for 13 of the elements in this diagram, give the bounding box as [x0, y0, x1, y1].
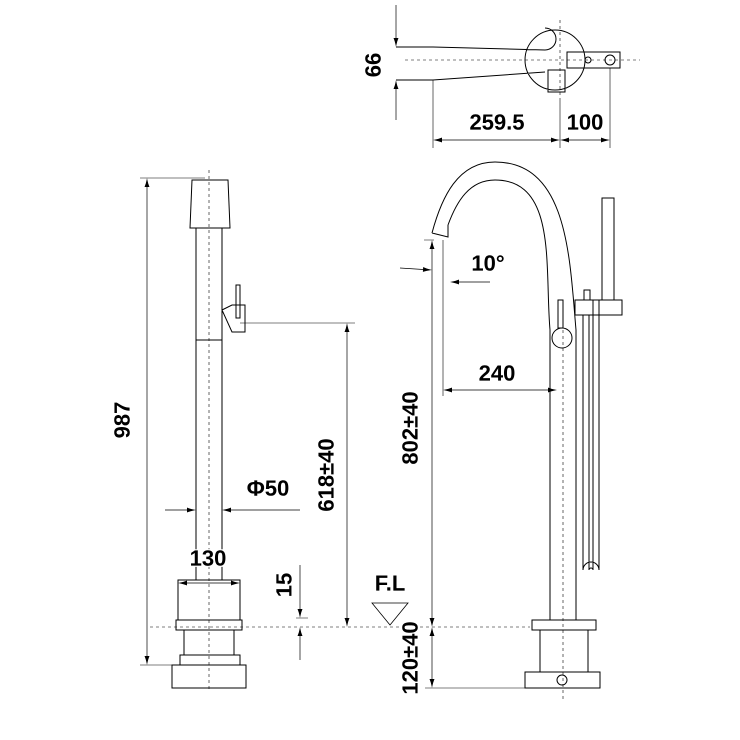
- dimension-label: 100: [566, 113, 604, 131]
- dimension-label: 987: [113, 400, 131, 440]
- dimension-label: 618±40: [317, 437, 335, 513]
- dimension-label: 15: [275, 572, 293, 598]
- dimension-label: 120±40: [401, 620, 419, 696]
- dimension-label: 240: [478, 364, 516, 382]
- dimension-label: 130: [188, 549, 228, 567]
- dimension-label: F.L: [374, 574, 406, 592]
- dimension-label: 259.5: [468, 113, 526, 131]
- dimension-label: 66: [364, 52, 382, 78]
- dimension-label: 802±40: [401, 390, 419, 466]
- dimension-label: Φ50: [246, 479, 290, 497]
- dimension-label: 10°: [470, 254, 506, 272]
